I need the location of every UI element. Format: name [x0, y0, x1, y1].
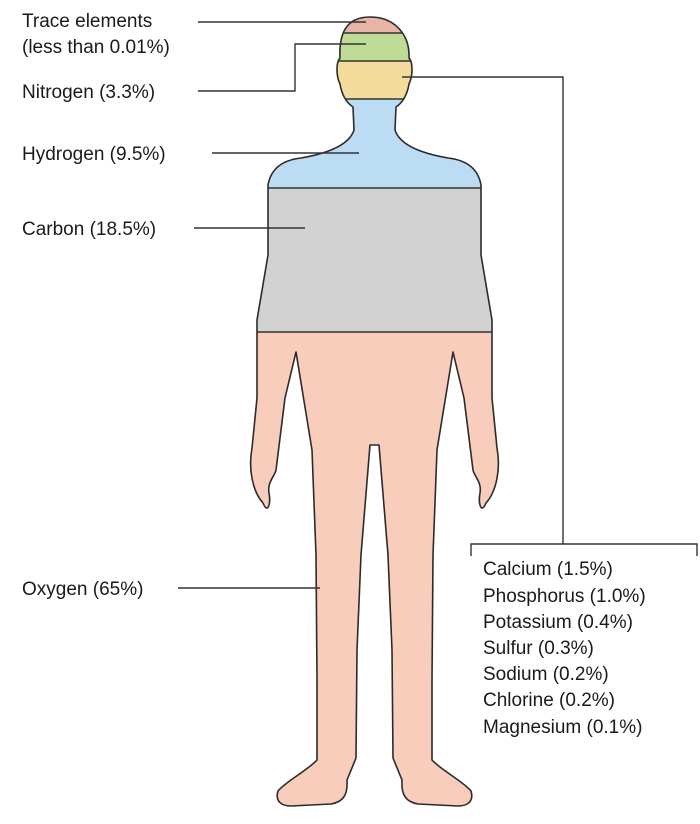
minor-element-item: Calcium (1.5%) — [483, 559, 613, 580]
minor-element-item: Potassium (0.4%) — [483, 612, 633, 633]
minor-element-item: Phosphorus (1.0%) — [483, 586, 646, 607]
carbon-band — [200, 188, 600, 332]
minor-element-item: Sodium (0.2%) — [483, 664, 609, 685]
minor-elements-list: Calcium (1.5%) Phosphorus (1.0%) Potassi… — [483, 559, 646, 738]
carbon-label: Carbon (18.5%) — [22, 219, 156, 240]
oxygen-label: Oxygen (65%) — [22, 579, 143, 600]
nitrogen-label: Nitrogen (3.3%) — [22, 82, 155, 103]
hydrogen-band — [200, 99, 600, 188]
labels: Trace elements (less than 0.01%) Nitroge… — [22, 11, 170, 600]
head-lower-band — [200, 61, 600, 99]
trace-elements-band — [200, 0, 600, 33]
trace-elements-label: Trace elements — [22, 11, 152, 32]
minor-elements-bracket — [471, 544, 697, 556]
minor-element-item: Sulfur (0.3%) — [483, 638, 594, 659]
trace-elements-percent-label: (less than 0.01%) — [22, 37, 170, 58]
hydrogen-label: Hydrogen (9.5%) — [22, 144, 166, 165]
nitrogen-band — [200, 33, 600, 61]
minor-element-item: Magnesium (0.1%) — [483, 717, 642, 738]
minor-element-item: Chlorine (0.2%) — [483, 690, 615, 711]
